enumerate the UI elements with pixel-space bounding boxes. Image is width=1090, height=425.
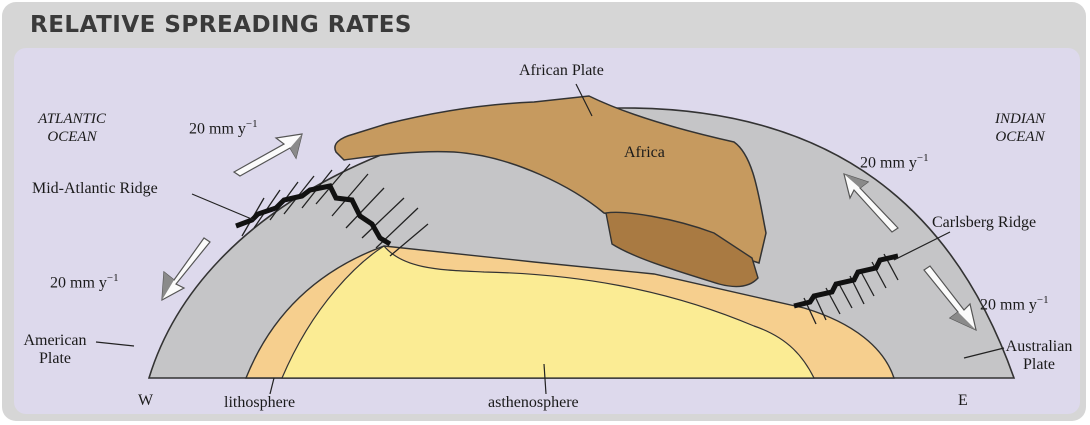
east-label: E: [958, 392, 968, 410]
earth-cross-section: [14, 48, 1080, 414]
rate-label-lower-left: 20 mm y−1: [50, 272, 119, 292]
carlsberg-ridge-label: Carlsberg Ridge: [932, 214, 1036, 232]
figure-title: RELATIVE SPREADING RATES: [30, 12, 412, 38]
africa-label: Africa: [624, 144, 665, 162]
american-plate-label: American Plate: [20, 332, 90, 368]
rate-label-lower-right: 20 mm y−1: [980, 294, 1049, 314]
asthenosphere-label: asthenosphere: [488, 394, 579, 412]
west-label: W: [138, 392, 153, 410]
australian-plate-label: Australian Plate: [1000, 338, 1078, 374]
mid-atlantic-ridge-label: Mid-Atlantic Ridge: [32, 180, 158, 198]
indian-ocean-label: INDIAN OCEAN: [982, 110, 1058, 146]
diagram-panel: African Plate Africa ATLANTIC OCEAN INDI…: [14, 48, 1080, 414]
rate-label-upper-left: 20 mm y−1: [189, 118, 258, 138]
rate-arrow-upper-left: [234, 134, 302, 176]
atlantic-ocean-label: ATLANTIC OCEAN: [34, 110, 110, 146]
lithosphere-label: lithosphere: [224, 394, 295, 412]
rate-label-upper-right: 20 mm y−1: [860, 152, 929, 172]
african-plate-label: African Plate: [519, 62, 604, 80]
